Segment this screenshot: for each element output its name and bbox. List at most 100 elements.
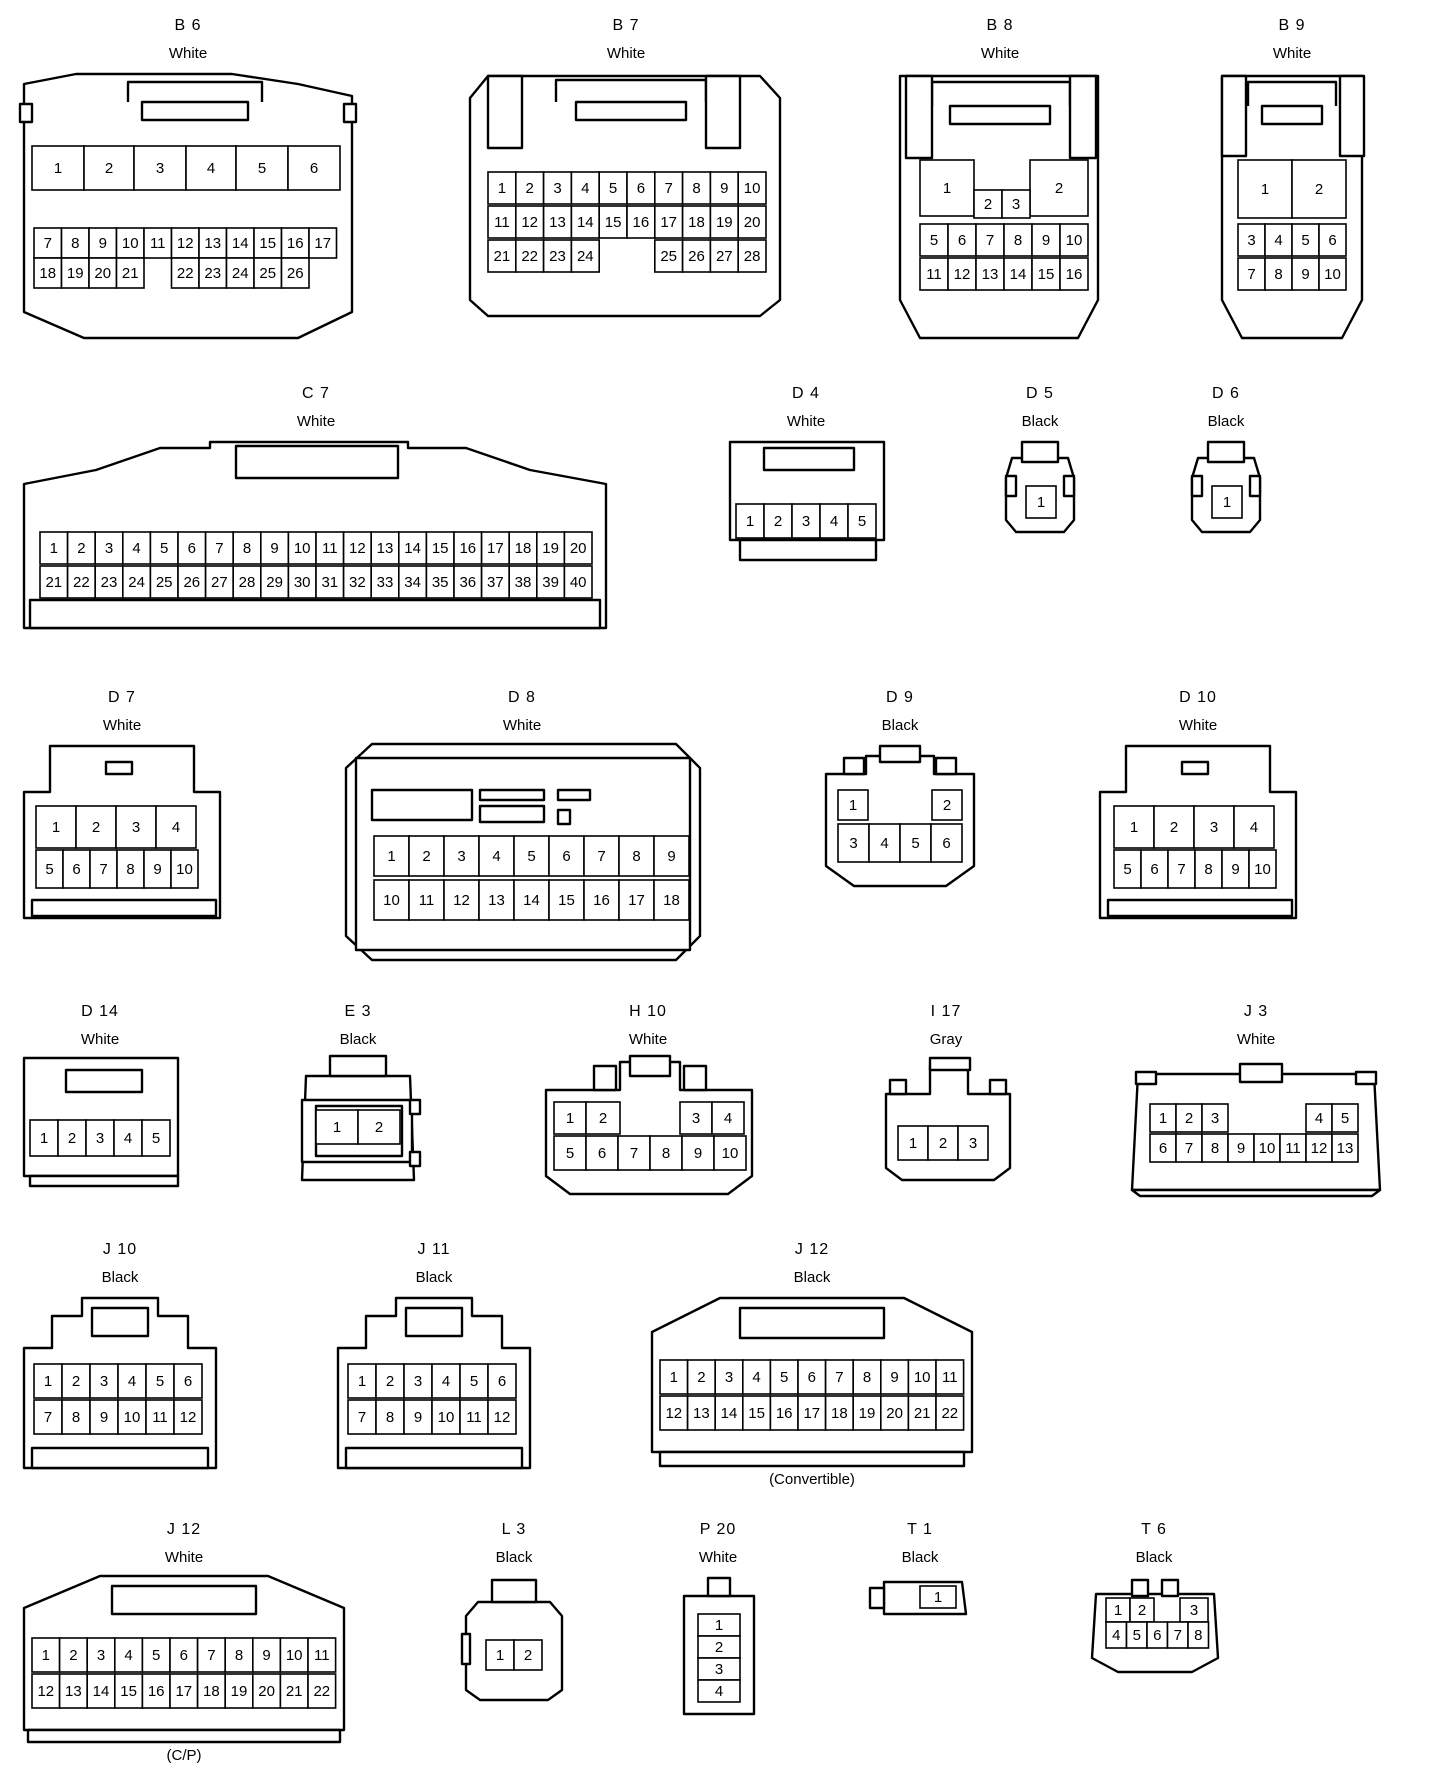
connector-color: Black	[1208, 413, 1245, 430]
pin-11: 11	[315, 531, 345, 565]
connector-housing	[28, 1174, 180, 1188]
pin-number: 3	[414, 1373, 422, 1390]
pin-number: 3	[1190, 1602, 1198, 1619]
pin-25: 25	[653, 239, 684, 273]
pin-14: 14	[86, 1673, 116, 1709]
pin-number: 10	[914, 1369, 931, 1386]
pin-number: 3	[1247, 232, 1255, 249]
pin-10: 10	[1059, 223, 1089, 257]
connector-color: White	[607, 45, 645, 62]
pin-6: 6	[62, 849, 91, 889]
connector-color: White	[1273, 45, 1311, 62]
connector-housing	[1134, 1070, 1158, 1086]
pin-1: 1	[919, 159, 975, 217]
pin-number: 15	[1038, 266, 1055, 283]
pin-3: 3	[443, 835, 480, 877]
connector-code: D 5	[1026, 385, 1054, 402]
pin-number: 1	[42, 1647, 50, 1664]
pin-3: 3	[791, 503, 821, 539]
pin-11: 11	[143, 227, 173, 259]
pin-number: 15	[558, 892, 575, 909]
pin-number: 10	[124, 1409, 141, 1426]
connector-housing	[18, 102, 34, 124]
connector-code: J 12	[167, 1521, 201, 1538]
pin-2: 2	[357, 1109, 401, 1145]
pin-19: 19	[852, 1395, 882, 1431]
pin-number: 15	[748, 1405, 765, 1422]
pin-13: 13	[686, 1395, 716, 1431]
connector-housing	[1220, 74, 1248, 158]
pin-1: 1	[1237, 159, 1293, 219]
pin-5: 5	[513, 835, 550, 877]
pin-number: 14	[577, 214, 594, 231]
pin-number: 6	[808, 1369, 816, 1386]
pin-number: 1	[498, 180, 506, 197]
pin-4: 4	[114, 1637, 144, 1673]
pin-3: 3	[115, 805, 157, 849]
pin-2: 2	[513, 1639, 543, 1671]
pin-number: 22	[313, 1683, 330, 1700]
pin-15: 15	[253, 227, 283, 259]
pin-number: 22	[521, 248, 538, 265]
pin-4: 4	[1264, 223, 1293, 257]
pin-number: 19	[542, 540, 559, 557]
connector-color: White	[165, 1549, 203, 1566]
pin-number: 23	[101, 574, 118, 591]
pin-4: 4	[478, 835, 515, 877]
pin-15: 15	[1031, 257, 1061, 291]
pin-17: 17	[308, 227, 338, 259]
pin-24: 24	[225, 257, 255, 289]
pin-27: 27	[709, 239, 740, 273]
pin-9: 9	[1291, 257, 1320, 291]
pin-number: 11	[942, 1369, 958, 1386]
pin-7: 7	[617, 1135, 651, 1171]
pin-number: 7	[630, 1145, 638, 1162]
pin-number: 12	[37, 1683, 54, 1700]
connector-housing	[28, 598, 602, 630]
pin-8: 8	[681, 171, 712, 205]
pin-number: 8	[126, 861, 134, 878]
pin-9: 9	[88, 227, 118, 259]
connector-housing	[1338, 74, 1366, 158]
pin-5: 5	[919, 223, 949, 257]
connector-code: D 9	[886, 689, 914, 706]
pin-4: 4	[570, 171, 601, 205]
pin-number: 14	[404, 540, 421, 557]
pin-number: 1	[387, 848, 395, 865]
pin-2: 2	[1175, 1103, 1203, 1133]
pin-19: 19	[535, 531, 566, 565]
pin-number: 7	[1174, 1627, 1182, 1644]
pin-1: 1	[1025, 485, 1057, 519]
pin-15: 15	[548, 879, 585, 921]
pin-number: 4	[1250, 819, 1258, 836]
pin-8: 8	[375, 1399, 405, 1435]
connector-color: White	[629, 1031, 667, 1048]
pin-number: 20	[744, 214, 761, 231]
pin-14: 14	[714, 1395, 744, 1431]
pin-number: 17	[175, 1683, 192, 1700]
pin-number: 4	[830, 513, 838, 530]
connector-housing	[1180, 760, 1210, 776]
pin-number: 6	[1328, 232, 1336, 249]
pin-number: 5	[527, 848, 535, 865]
pin-3: 3	[679, 1101, 713, 1135]
pin-3: 3	[1201, 1103, 1229, 1133]
pin-4: 4	[185, 145, 237, 191]
pin-number: 6	[637, 180, 645, 197]
pin-number: 22	[941, 1405, 958, 1422]
connector-housing	[1130, 1578, 1150, 1598]
pin-number: 23	[549, 248, 566, 265]
pin-7: 7	[33, 227, 63, 259]
pin-number: 1	[1037, 494, 1045, 511]
connector-code: T 1	[907, 1521, 933, 1538]
pin-33: 33	[370, 565, 400, 599]
pin-number: 7	[835, 1369, 843, 1386]
connector-color: Black	[102, 1269, 139, 1286]
pin-20: 20	[252, 1673, 282, 1709]
connector-housing	[1160, 1578, 1180, 1598]
pin-number: 8	[243, 540, 251, 557]
pin-number: 13	[204, 235, 221, 252]
pin-2: 2	[931, 789, 963, 821]
